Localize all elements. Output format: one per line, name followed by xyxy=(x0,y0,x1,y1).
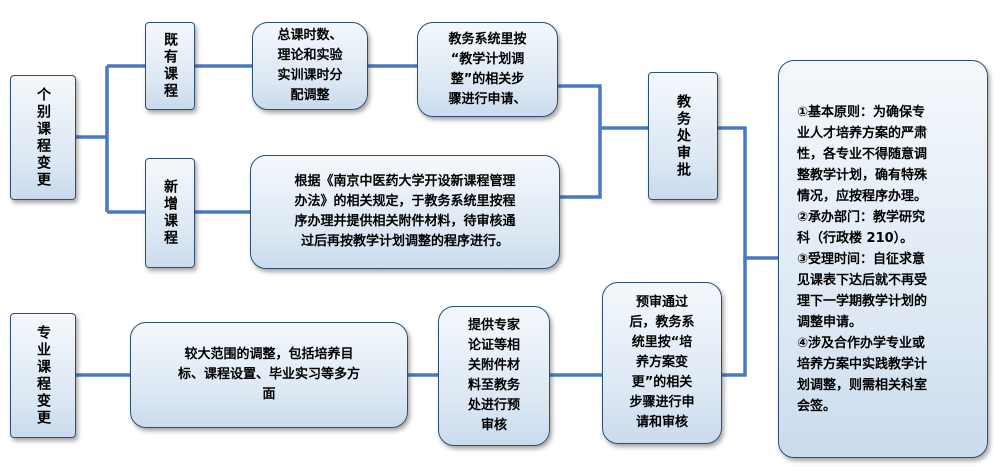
large-adjust-node: 较大范围的调整，包括培养目 标、课程设置、毕业实习等多方 面 xyxy=(130,322,408,428)
connector-apply-office xyxy=(558,84,648,130)
connector-down-to-preapproved xyxy=(722,258,747,377)
connector-office-principles xyxy=(718,126,778,260)
existing-course-node: 既有课程 xyxy=(145,22,195,110)
major-change-node: 专业课程变更 xyxy=(10,313,76,438)
apply-by-plan-node: 教务系统里按 “教学计划调 整”的相关步 骤进行申请、 xyxy=(417,22,558,117)
academic-office-node: 教务处审批 xyxy=(648,72,718,200)
expert-review-node: 提供专家 论证等相 关附件材 料至教务 处进行预 审核 xyxy=(438,306,550,446)
connector-rule-office xyxy=(560,128,602,199)
principles-node: ①基本原则：为确保专 业人才培养方案的严肃 性，各专业不得随意调 整教学计划，确… xyxy=(778,60,988,458)
new-course-rule-node: 根据《南京中医药大学开设新课程管理 办法》的相关规定，于教务系统里按程 序办理并… xyxy=(250,155,560,269)
individual-change-node: 个别课程变更 xyxy=(10,75,76,200)
new-course-node: 新增课程 xyxy=(145,158,195,268)
pre-approved-node: 预审通过 后，教务系 统里按“培 养方案变 更”的相关 步骤进行申 请和审核 xyxy=(602,282,722,444)
hours-adjust-node: 总课时数、 理论和实验 实训课时分 配调整 xyxy=(252,22,368,110)
